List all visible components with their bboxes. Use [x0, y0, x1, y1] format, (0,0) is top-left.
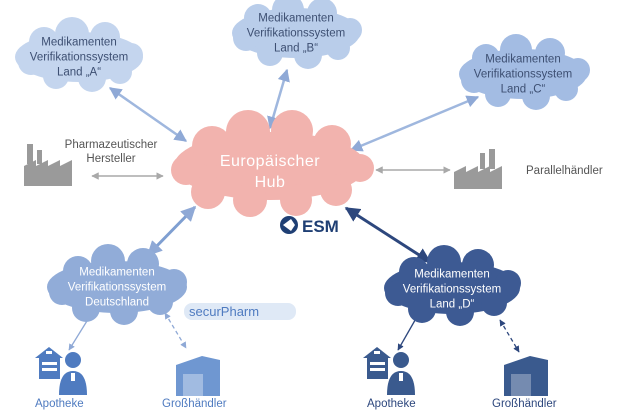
pharmacy-icon-d [363, 347, 415, 395]
arrow-hub-land-d [344, 206, 432, 264]
hub-label: Europäischer Hub [220, 151, 320, 193]
apotheke-d-label: Apotheke [367, 398, 416, 410]
cloud-land-a [15, 17, 143, 92]
hub-label-line1: Europäischer [219, 153, 321, 170]
system-land-c-label: Medikamenten Verifikationssystem Land „C… [473, 53, 573, 96]
esm-logo: ESM [280, 216, 339, 236]
hersteller-label: Pharmazeutischer Hersteller [64, 139, 158, 165]
arrow-hub-land-c [349, 95, 480, 152]
system-land-a-label: Medikamenten Verifikationssystem Land „A… [29, 36, 129, 79]
cloud-land-b [232, 0, 362, 69]
grosshaendler-d-label: Großhändler [492, 398, 557, 410]
svg-text:ESM: ESM [302, 217, 339, 236]
cloud-land-c [459, 34, 590, 110]
system-land-d-label: Medikamenten Verifikationssystem Land „D… [402, 268, 502, 311]
system-land-b-label: Medikamenten Verifikationssystem Land „B… [246, 12, 346, 55]
cloud-land-d [384, 245, 521, 326]
arrow-hub-land-b [267, 68, 290, 130]
factory-icon-parallelhaendler [454, 149, 502, 189]
cloud-deutschland [47, 244, 187, 325]
system-deutschland-label: Medikamenten Verifikationssystem Deutsch… [67, 266, 167, 309]
securpharm-logo: securPharm [184, 303, 296, 320]
arrow-hub-deutschland [146, 205, 197, 257]
arrow-d-grosshaendler [499, 319, 520, 353]
apotheke-de-label: Apotheke [35, 398, 84, 410]
hub-label-line2: Hub [254, 174, 286, 191]
factory-icon-hersteller [24, 144, 72, 186]
arrow-hub-land-a [108, 86, 188, 143]
grosshaendler-de-label: Großhändler [162, 398, 227, 410]
pharmacy-icon-de [35, 347, 87, 395]
parallelhaendler-label: Parallelhändler [526, 165, 603, 177]
warehouse-icon-d [504, 356, 548, 396]
arrow-de-grosshaendler [164, 312, 187, 349]
svg-text:securPharm: securPharm [189, 304, 259, 319]
warehouse-icon-de [176, 356, 220, 396]
cloud-hub [171, 110, 374, 217]
